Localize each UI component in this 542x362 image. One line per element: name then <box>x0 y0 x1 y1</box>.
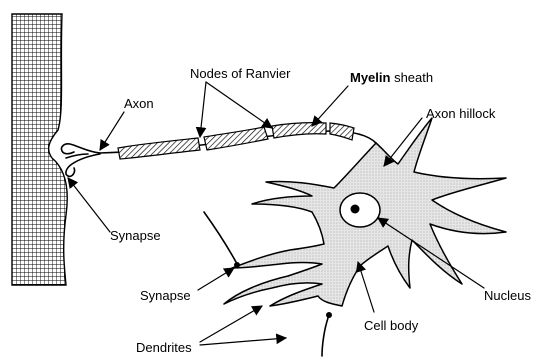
presynaptic-fibre-bottom <box>322 318 328 356</box>
arrow-dendrite-1 <box>200 306 262 342</box>
label-axon: Axon <box>124 96 154 111</box>
nucleus <box>340 193 380 227</box>
arrow-cell-body <box>358 262 374 312</box>
arrow-node-1 <box>200 82 206 137</box>
synapse-knob-bottom <box>326 312 332 318</box>
label-myelin-sheath: Myelin sheath <box>350 70 433 85</box>
presynaptic-fibre-left <box>204 212 236 262</box>
label-nodes-of-ranvier: Nodes of Ranvier <box>190 66 291 81</box>
label-sheath: sheath <box>390 70 433 85</box>
arrow-myelin <box>312 86 348 126</box>
label-myelin: Myelin <box>350 70 391 85</box>
myelin-sheath <box>118 123 354 159</box>
target-tissue <box>12 14 67 285</box>
label-dendrites: Dendrites <box>136 340 192 355</box>
label-nucleus: Nucleus <box>484 288 531 303</box>
nucleolus <box>351 205 360 214</box>
arrow-synapse-top <box>68 178 110 232</box>
label-axon-hillock: Axon hillock <box>426 106 496 121</box>
arrow-node-2 <box>206 82 272 128</box>
synaptic-terminal <box>61 144 100 177</box>
arrow-axon <box>100 112 124 150</box>
arrow-synapse-bottom <box>198 268 234 290</box>
synapse-knob-left <box>234 262 240 268</box>
label-synapse-top: Synapse <box>110 228 161 243</box>
label-synapse-bottom: Synapse <box>140 288 191 303</box>
label-cell-body: Cell body <box>364 318 419 333</box>
arrow-dendrite-2 <box>200 338 286 345</box>
